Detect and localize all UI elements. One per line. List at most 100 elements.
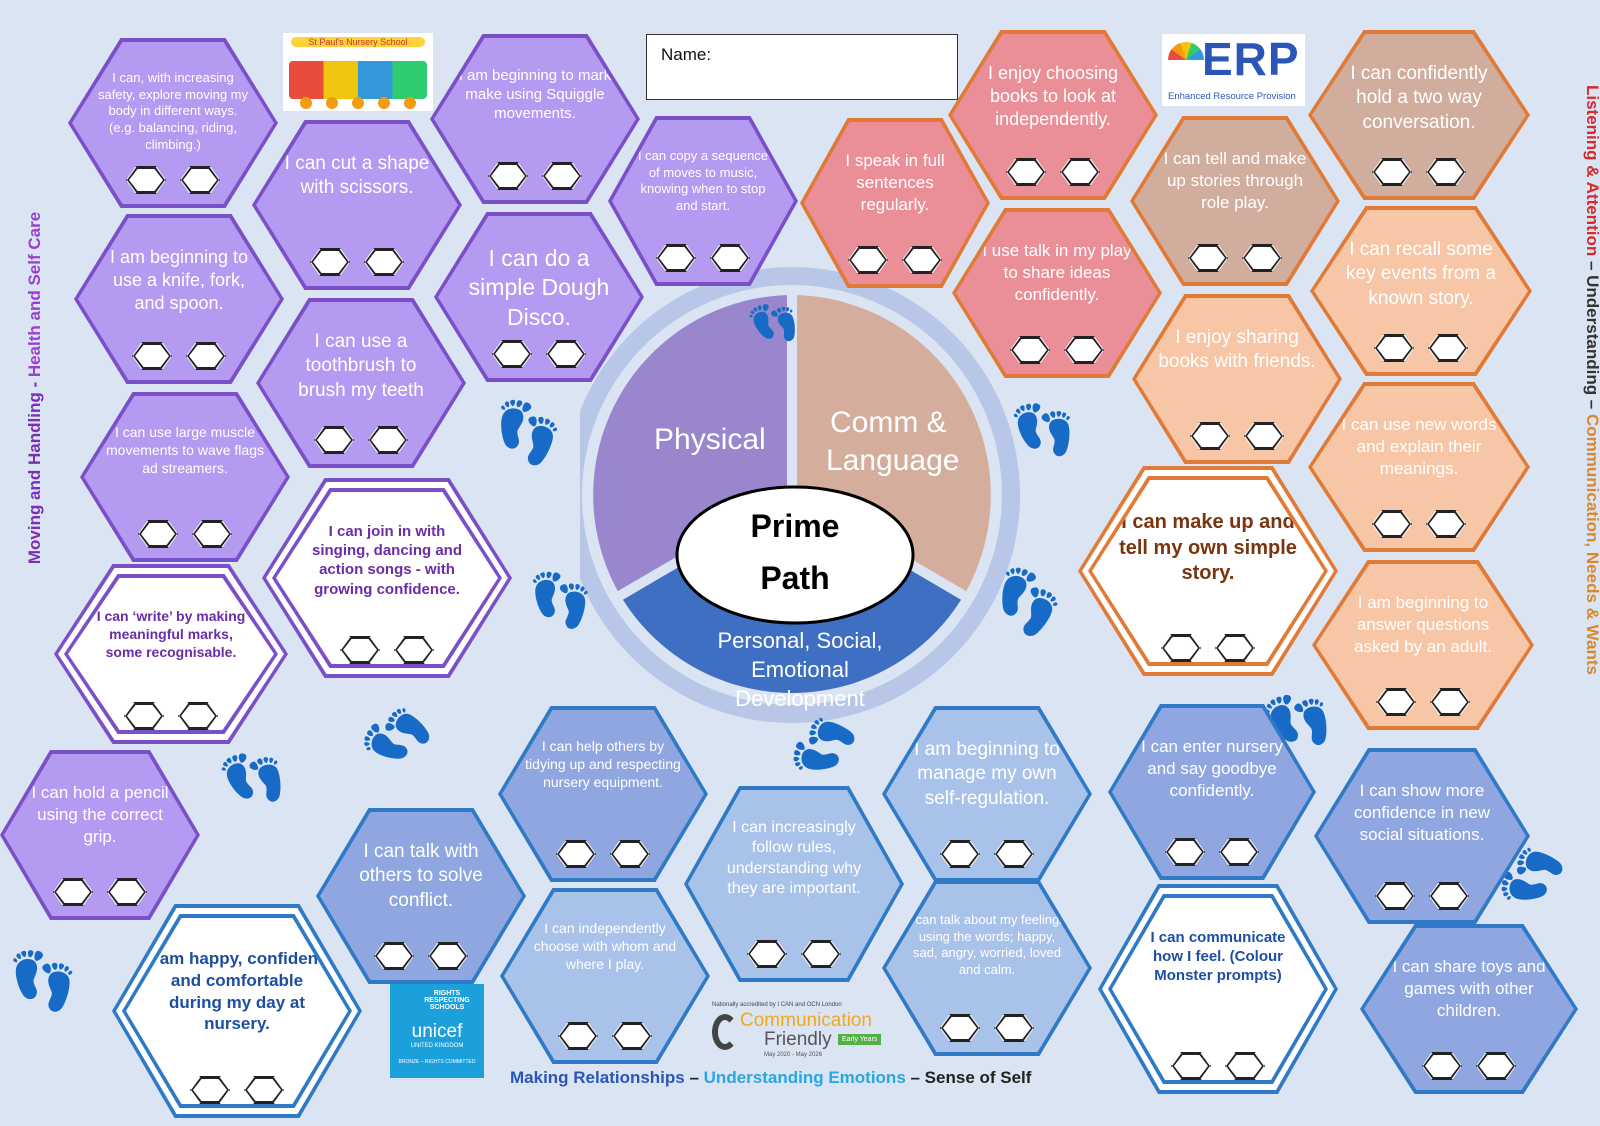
progress-tick-box[interactable] [1476, 1052, 1516, 1080]
skill-statement: I can join in with singing, dancing and … [312, 523, 462, 598]
tick-boxes [0, 878, 200, 906]
right-label-a: Listening & Attention [1583, 84, 1600, 257]
pse-line2: Emotional [751, 657, 849, 682]
progress-tick-box[interactable] [340, 636, 380, 664]
progress-tick-box[interactable] [546, 340, 586, 368]
progress-tick-box[interactable] [1165, 838, 1205, 866]
progress-tick-box[interactable] [1376, 688, 1416, 716]
progress-tick-box[interactable] [488, 162, 528, 190]
footprints-green-icon: 👣 [1007, 396, 1082, 466]
progress-tick-box[interactable] [1430, 688, 1470, 716]
progress-tick-box[interactable] [848, 246, 888, 274]
progress-tick-box[interactable] [747, 940, 787, 968]
progress-tick-box[interactable] [428, 942, 468, 970]
progress-tick-box[interactable] [1428, 334, 1468, 362]
progress-tick-box[interactable] [994, 840, 1034, 868]
erp-subtitle: Enhanced Resource Provision [1168, 91, 1296, 102]
skill-hex-card: I use talk in my play to share ideas con… [952, 208, 1162, 378]
right-strand-label: Listening & Attention – Understanding – … [1582, 50, 1600, 710]
skill-hex-card: I can use a toothbrush to brush my teeth [256, 298, 466, 468]
erp-title: ERP [1202, 33, 1300, 85]
name-field[interactable]: Name: [646, 34, 958, 100]
progress-tick-box[interactable] [374, 942, 414, 970]
skill-hex-body: I can independently choose with whom and… [504, 892, 706, 1060]
progress-tick-box[interactable] [1225, 1052, 1265, 1080]
progress-tick-box[interactable] [1010, 336, 1050, 364]
skill-statement: I use talk in my play to share ideas con… [982, 241, 1132, 304]
progress-tick-box[interactable] [656, 244, 696, 272]
progress-tick-box[interactable] [124, 702, 164, 730]
progress-tick-box[interactable] [138, 520, 178, 548]
progress-tick-box[interactable] [556, 840, 596, 868]
progress-tick-box[interactable] [1375, 882, 1415, 910]
progress-tick-box[interactable] [994, 1014, 1034, 1042]
unicef-bottom: BRONZE – RIGHTS COMMITTED [398, 1059, 476, 1065]
progress-tick-box[interactable] [940, 840, 980, 868]
progress-tick-box[interactable] [310, 248, 350, 276]
progress-tick-box[interactable] [178, 702, 218, 730]
progress-tick-box[interactable] [801, 940, 841, 968]
progress-tick-box[interactable] [364, 248, 404, 276]
pse-line1: Personal, Social, [717, 628, 883, 653]
progress-tick-box[interactable] [1429, 882, 1469, 910]
progress-tick-box[interactable] [1060, 158, 1100, 186]
skill-statement: I enjoy choosing books to look at indepe… [987, 63, 1119, 130]
progress-tick-box[interactable] [612, 1022, 652, 1050]
skill-hex-card: I enjoy sharing books with friends. [1132, 294, 1342, 464]
progress-tick-box[interactable] [542, 162, 582, 190]
progress-tick-box[interactable] [710, 244, 750, 272]
skill-statement: I can show more confidence in new social… [1353, 781, 1491, 844]
progress-tick-box[interactable] [53, 878, 93, 906]
progress-tick-box[interactable] [1161, 634, 1201, 662]
progress-tick-box[interactable] [1215, 634, 1255, 662]
progress-tick-box[interactable] [1426, 510, 1466, 538]
progress-tick-box[interactable] [192, 520, 232, 548]
tick-boxes [434, 340, 644, 368]
skill-hex-card: I can tell and make up stories through r… [1130, 116, 1340, 286]
progress-tick-box[interactable] [1219, 838, 1259, 866]
skill-hex-card: I am beginning to mark make using Squigg… [430, 34, 640, 204]
progress-tick-box[interactable] [368, 426, 408, 454]
progress-tick-box[interactable] [180, 166, 220, 194]
progress-tick-box[interactable] [1171, 1052, 1211, 1080]
erp-logo: ERP Enhanced Resource Provision [1162, 33, 1305, 106]
progress-tick-box[interactable] [558, 1022, 598, 1050]
progress-tick-box[interactable] [1372, 158, 1412, 186]
skill-hex-card: I can communicate how I feel. (Colour Mo… [1098, 884, 1338, 1094]
progress-tick-box[interactable] [1242, 244, 1282, 272]
progress-tick-box[interactable] [902, 246, 942, 274]
pse-line3: Development [735, 686, 865, 711]
skill-hex-body: I use talk in my play to share ideas con… [956, 212, 1158, 374]
bottom-label-d: – Sense of Self [905, 1068, 1032, 1087]
progress-tick-box[interactable] [186, 342, 226, 370]
progress-tick-box[interactable] [190, 1076, 230, 1104]
progress-tick-box[interactable] [244, 1076, 284, 1104]
skill-statement: I can communicate how I feel. (Colour Mo… [1150, 929, 1286, 985]
tick-boxes [498, 840, 708, 868]
progress-tick-box[interactable] [1064, 336, 1104, 364]
progress-tick-box[interactable] [132, 342, 172, 370]
progress-tick-box[interactable] [126, 166, 166, 194]
skill-statement: I enjoy sharing books with friends. [1158, 327, 1316, 373]
progress-tick-box[interactable] [1422, 1052, 1462, 1080]
progress-tick-box[interactable] [1006, 158, 1046, 186]
skill-hex-body: I can join in with singing, dancing and … [266, 482, 508, 674]
unicef-name: unicef [411, 1021, 463, 1042]
skill-statement: I can, with increasing safety, explore m… [97, 70, 249, 152]
progress-tick-box[interactable] [1426, 158, 1466, 186]
progress-tick-box[interactable] [314, 426, 354, 454]
progress-tick-box[interactable] [610, 840, 650, 868]
tick-boxes [252, 248, 462, 276]
progress-tick-box[interactable] [394, 636, 434, 664]
progress-tick-box[interactable] [1190, 422, 1230, 450]
progress-tick-box[interactable] [1372, 510, 1412, 538]
progress-tick-box[interactable] [107, 878, 147, 906]
progress-tick-box[interactable] [1188, 244, 1228, 272]
progress-tick-box[interactable] [940, 1014, 980, 1042]
progress-tick-box[interactable] [1244, 422, 1284, 450]
progress-tick-box[interactable] [492, 340, 532, 368]
progress-tick-box[interactable] [1374, 334, 1414, 362]
tick-boxes [1098, 1052, 1338, 1080]
skill-statement: I can copy a sequence of moves to music,… [637, 148, 769, 213]
tick-boxes [1312, 688, 1534, 716]
